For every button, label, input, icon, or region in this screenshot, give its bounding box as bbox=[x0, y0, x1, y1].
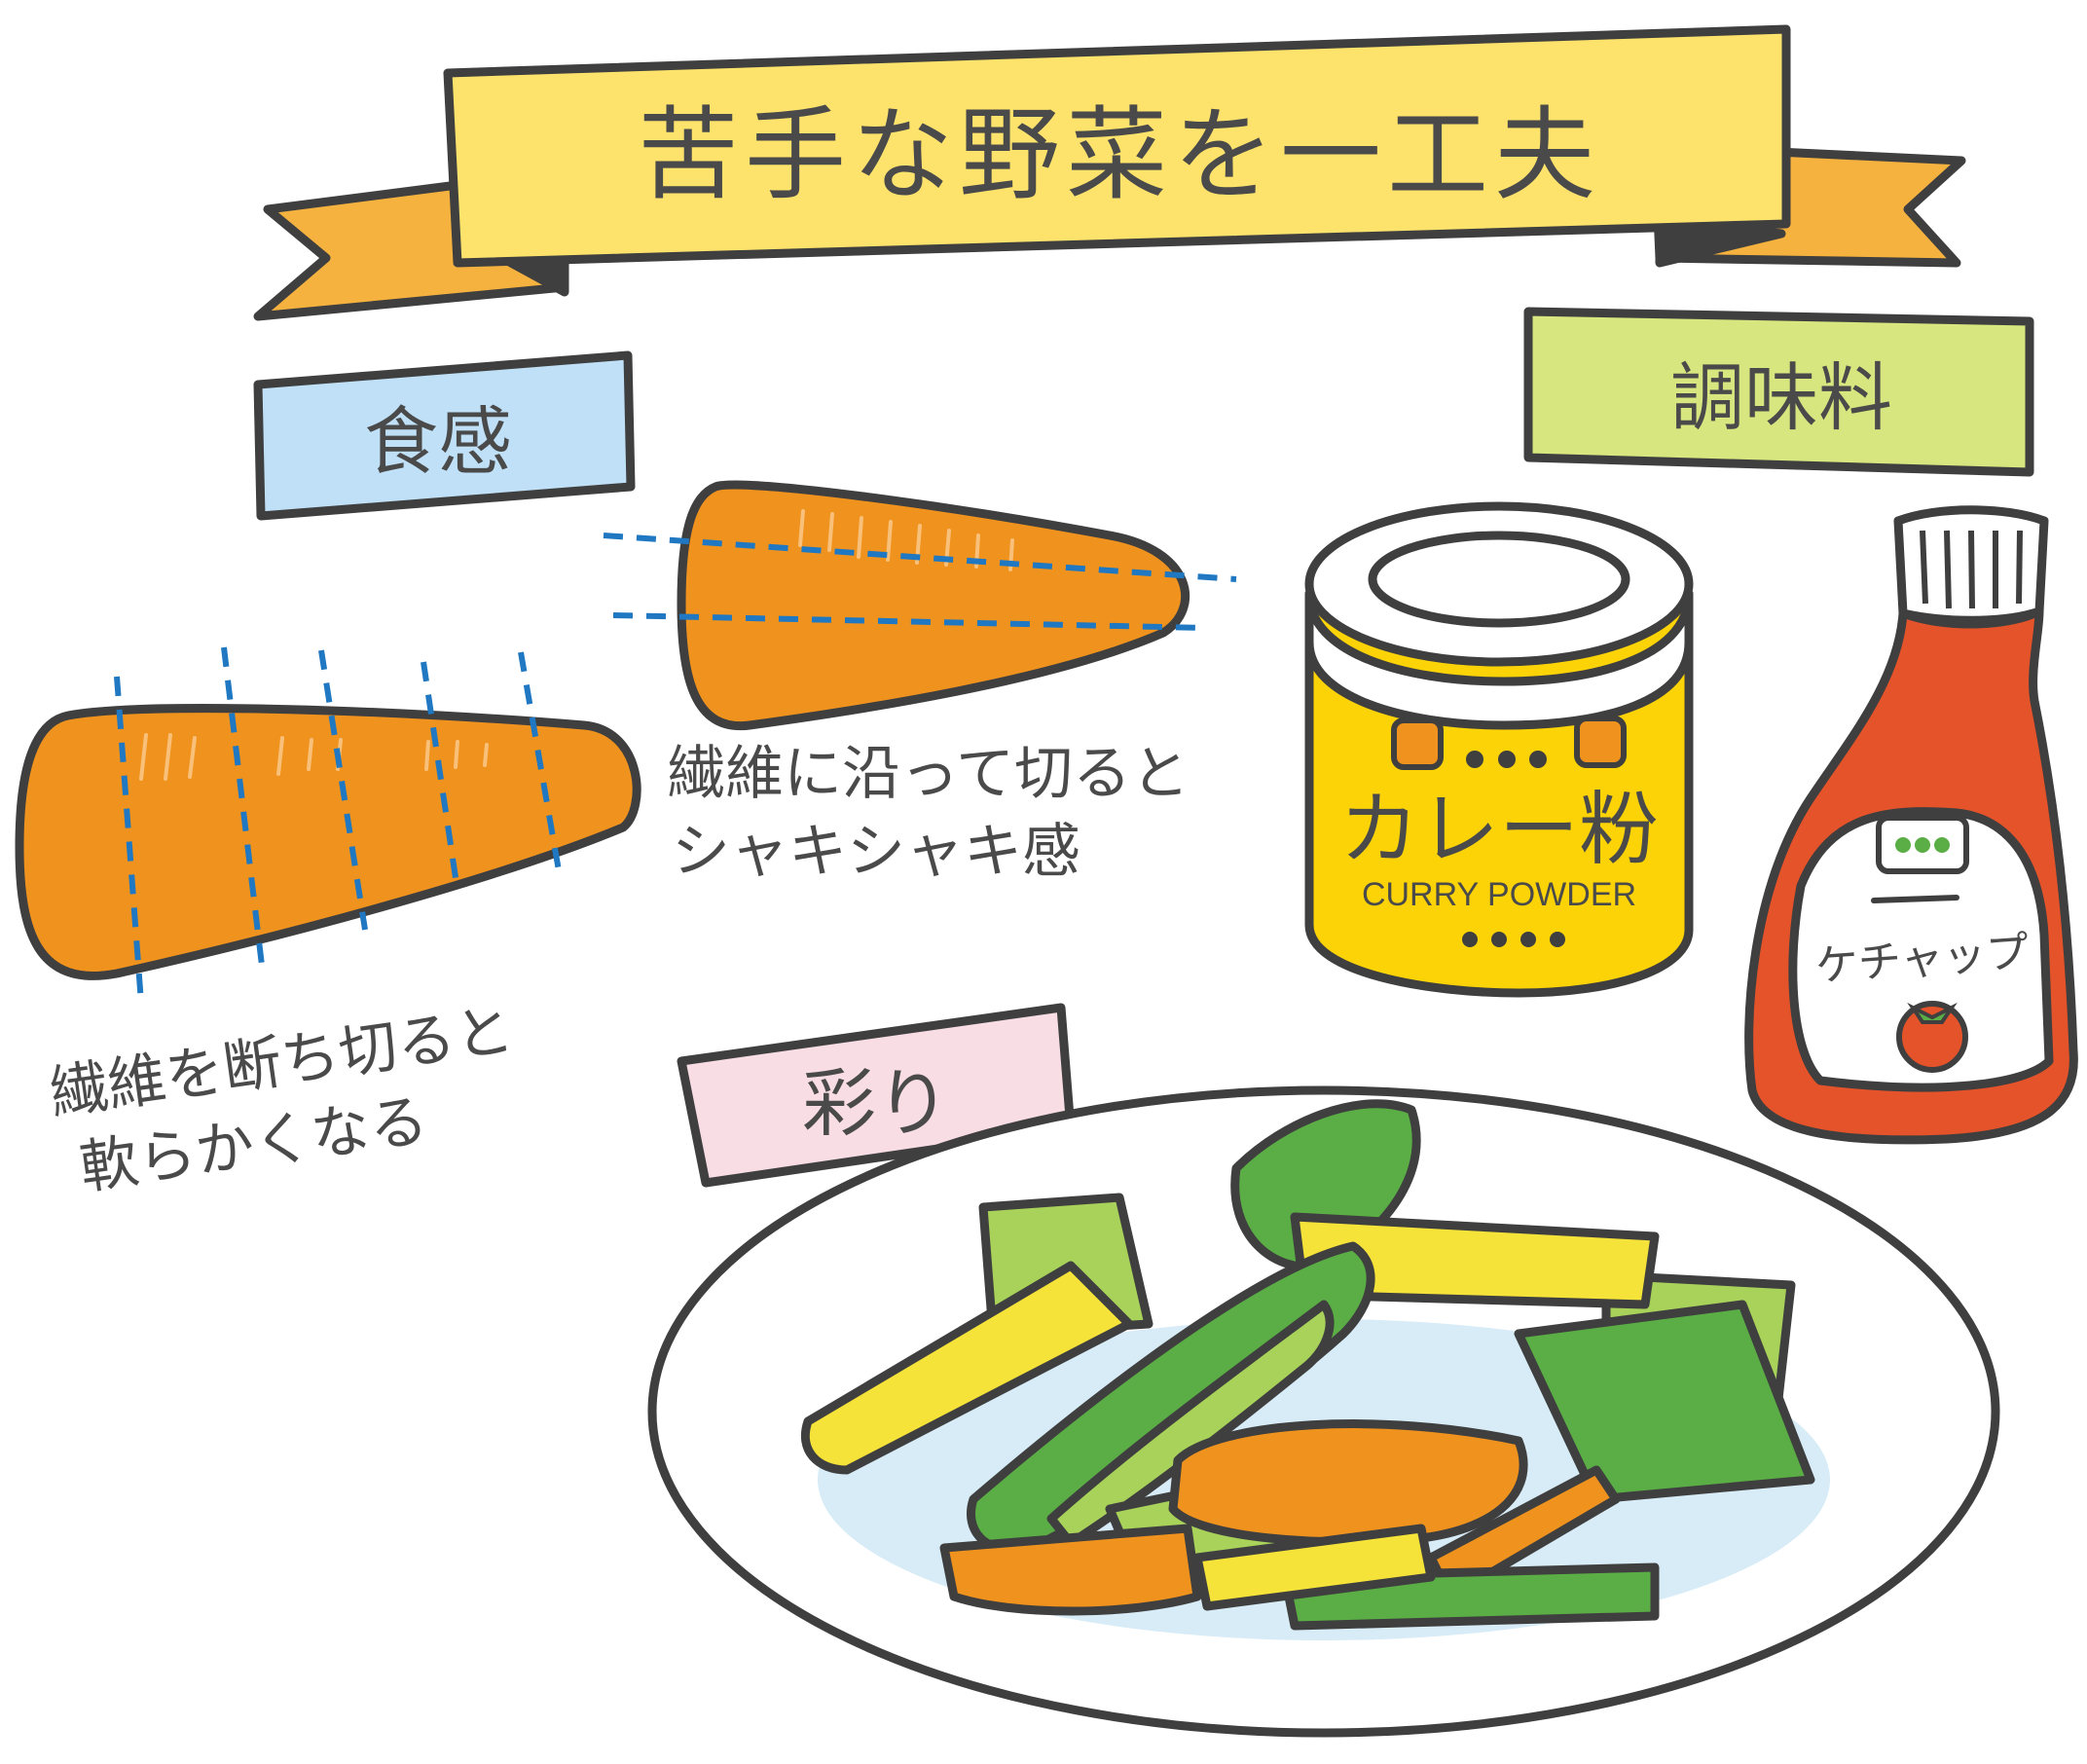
green-bean-inner bbox=[1046, 1300, 1335, 1548]
banner-body bbox=[443, 24, 1791, 268]
carrot-along-fiber bbox=[603, 480, 1237, 731]
label-tag-dots bbox=[1895, 837, 1950, 853]
texture-label: 食感 bbox=[253, 350, 636, 521]
cut-line-across-2 bbox=[221, 646, 266, 974]
can-title: カレー粉 bbox=[1339, 784, 1659, 876]
seasoning-label-text: 調味料 bbox=[1670, 354, 1892, 441]
title-banner: 苦手な野菜を一工夫 bbox=[253, 24, 1966, 321]
carrot-left-body bbox=[15, 704, 641, 980]
carrot-slice-top bbox=[1168, 1419, 1528, 1547]
can-dots-top bbox=[1466, 751, 1547, 768]
can-subtitle: CURRY POWDER bbox=[1362, 876, 1636, 913]
banner-title: 苦手な野菜を一工夫 bbox=[638, 95, 1601, 214]
cut-line-along-upper bbox=[603, 533, 1237, 582]
cut-line-across-5 bbox=[518, 651, 563, 877]
cut-line-across-4 bbox=[421, 661, 460, 892]
caption-along-line-1: 繊維に沿って切ると bbox=[667, 740, 1190, 808]
cap-ridges bbox=[1920, 530, 2023, 609]
texture-label-box bbox=[253, 350, 636, 521]
can-rim bbox=[1304, 589, 1694, 730]
carrot-top-body bbox=[677, 480, 1190, 731]
curry-powder-can: カレー粉 CURRY POWDER bbox=[1304, 501, 1694, 998]
tomato-icon bbox=[1896, 1001, 1968, 1073]
caption-along-line-2: シャキシャキ感 bbox=[672, 818, 1080, 886]
caption-along-fiber: 繊維に沿って切ると シャキシャキ感 bbox=[667, 740, 1190, 886]
can-square-right bbox=[1574, 716, 1627, 768]
bottle-label bbox=[1788, 807, 2054, 1092]
label-line bbox=[1871, 895, 1959, 903]
yellow-stick-front bbox=[1192, 1524, 1436, 1611]
seasoning-label-box bbox=[1523, 307, 2034, 477]
color-label-text: 彩り bbox=[802, 1060, 950, 1147]
ketchup-bottle: ケチャップ bbox=[1744, 505, 2078, 1145]
can-lid-inner bbox=[1368, 531, 1630, 628]
cut-line-across-1 bbox=[114, 676, 144, 1004]
texture-label-text: 食感 bbox=[364, 398, 512, 485]
yellow-strip-left bbox=[800, 1261, 1134, 1475]
vegetable-plate bbox=[647, 1085, 2000, 1738]
cut-line-across-3 bbox=[318, 649, 368, 931]
green-strip-right bbox=[1514, 1300, 1815, 1504]
carrot-slice-bottom bbox=[939, 1524, 1202, 1616]
carrot-across-fiber bbox=[15, 646, 641, 1004]
seasoning-label: 調味料 bbox=[1523, 307, 2034, 477]
can-dots-bottom bbox=[1462, 932, 1565, 947]
can-square-left bbox=[1391, 717, 1444, 770]
caption-across-fiber: 繊維を断ち切ると 軟らかくなる bbox=[46, 996, 518, 1203]
